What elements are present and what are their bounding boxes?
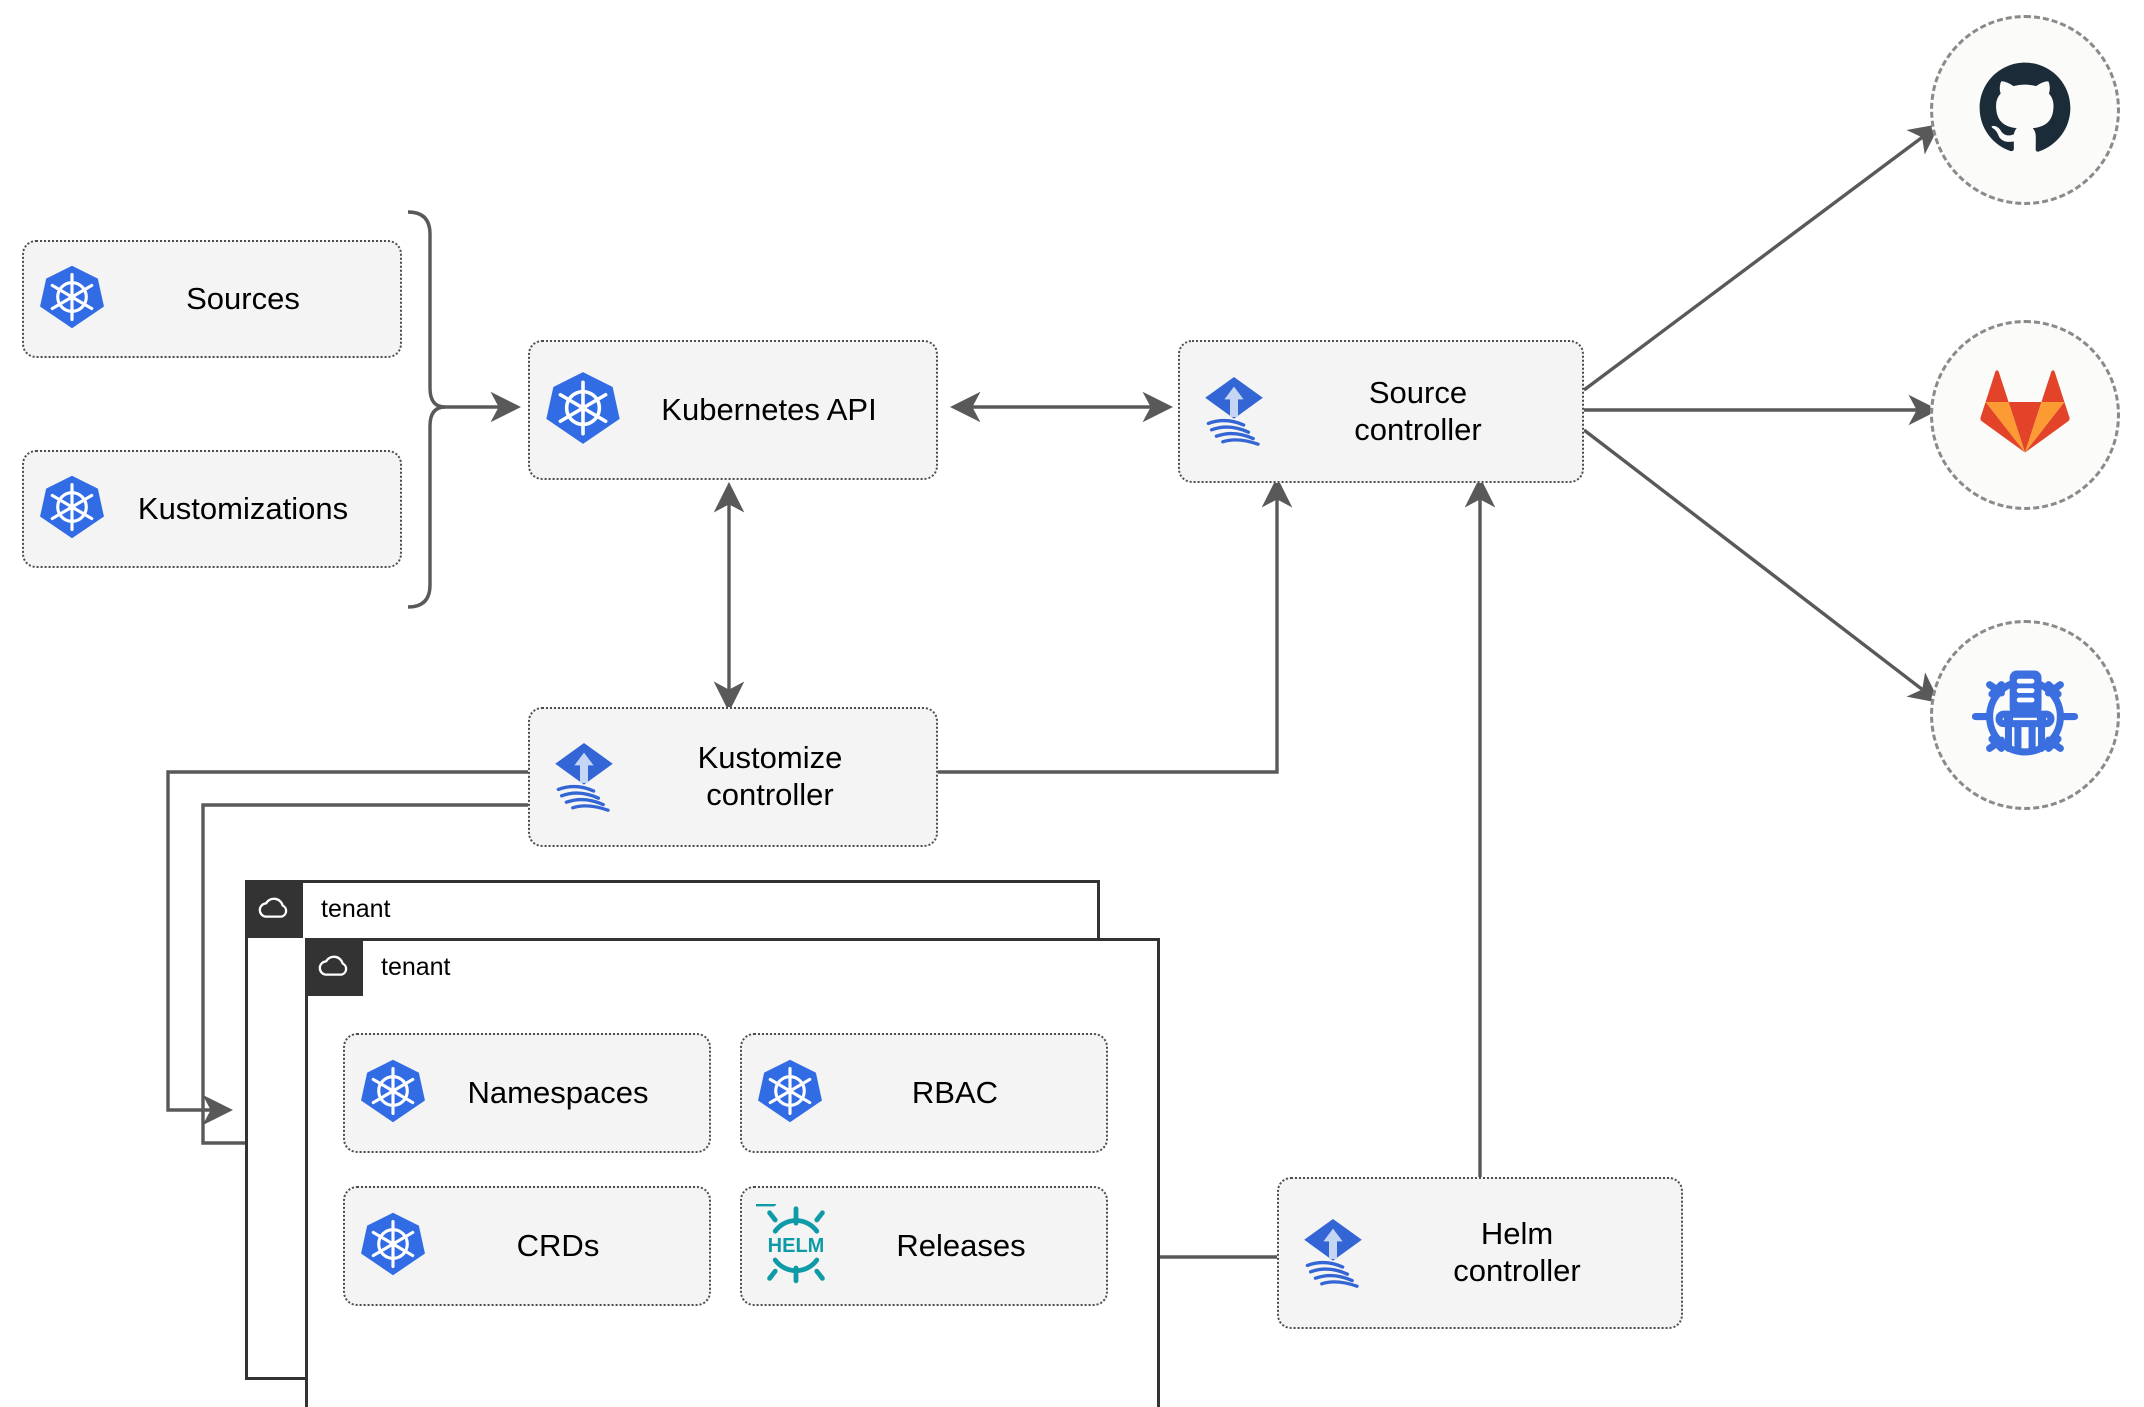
edge-sources-brace	[407, 210, 446, 609]
kubernetes-icon	[359, 1057, 427, 1130]
node-label: Sources	[186, 280, 300, 316]
node-releases[interactable]: HELM Releases	[740, 1186, 1108, 1306]
provider-helm-repository[interactable]	[1930, 620, 2120, 810]
edge-kustomize-to-source-controller	[938, 476, 1293, 774]
node-label: Helm controller	[1453, 1216, 1581, 1288]
gitlab-icon	[1973, 361, 2077, 470]
tenant-container-front: tenant	[305, 938, 1160, 1407]
kubernetes-icon	[544, 369, 622, 452]
kubernetes-icon	[38, 263, 106, 336]
tenant-tab-front: tenant	[305, 938, 451, 996]
node-helm-controller[interactable]: Helm controller	[1277, 1177, 1683, 1329]
node-label: Kubernetes API	[661, 391, 877, 427]
cloud-icon	[245, 880, 303, 938]
node-crds[interactable]: CRDs	[343, 1186, 711, 1306]
edge-source-to-helm-repository	[1582, 428, 1941, 704]
node-namespaces[interactable]: Namespaces	[343, 1033, 711, 1153]
helm-repository-icon	[1966, 654, 2084, 777]
flux-icon	[1293, 1211, 1373, 1296]
node-label: Source controller	[1354, 374, 1482, 447]
tenant-label-back: tenant	[321, 894, 391, 923]
tenant-tab-back: tenant	[245, 880, 391, 938]
edge-source-to-github	[1582, 123, 1941, 392]
node-label: Kustomize controller	[697, 740, 843, 812]
flux-icon	[1194, 369, 1274, 454]
node-label: Kustomizations	[137, 490, 349, 526]
node-kubernetes-api[interactable]: Kubernetes API	[528, 340, 938, 480]
flux-icon	[544, 735, 624, 820]
provider-gitlab[interactable]	[1930, 320, 2120, 510]
node-sources[interactable]: Sources	[22, 240, 402, 358]
node-rbac[interactable]: RBAC	[740, 1033, 1108, 1153]
node-label: Releases	[896, 1227, 1026, 1263]
cloud-icon	[305, 938, 363, 996]
node-kustomize-controller[interactable]: Kustomize controller	[528, 707, 938, 847]
node-label: CRDs	[516, 1227, 600, 1263]
node-label: RBAC	[911, 1074, 999, 1110]
helm-icon: HELM	[753, 1201, 836, 1289]
tenant-label-front: tenant	[381, 952, 451, 981]
node-source-controller[interactable]: Source controller	[1178, 340, 1584, 483]
provider-github[interactable]	[1930, 15, 2120, 205]
kubernetes-icon	[359, 1210, 427, 1283]
svg-text:HELM: HELM	[768, 1235, 825, 1257]
kubernetes-icon	[756, 1057, 824, 1130]
node-label: Namespaces	[467, 1074, 649, 1110]
github-icon	[1971, 54, 2079, 167]
kubernetes-icon	[38, 473, 106, 546]
node-kustomizations[interactable]: Kustomizations	[22, 450, 402, 568]
